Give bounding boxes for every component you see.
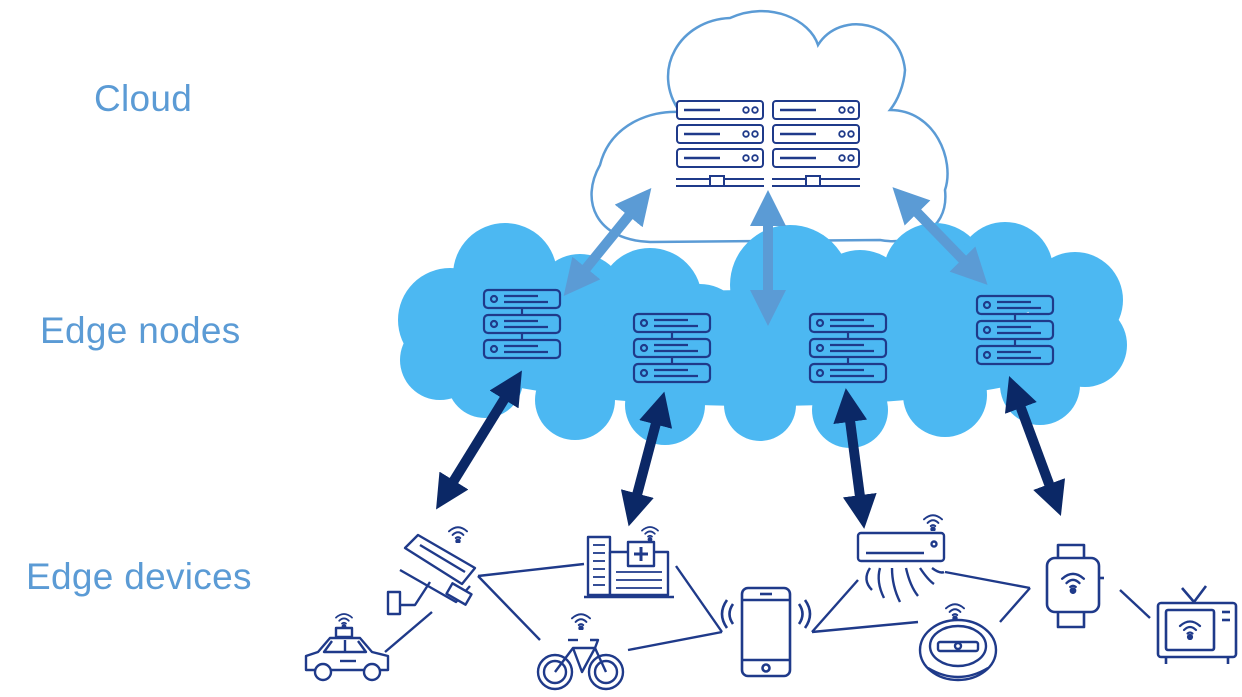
hospital-icon xyxy=(584,526,674,599)
robot-vacuum-icon xyxy=(918,603,998,682)
device-connection-lines xyxy=(384,562,1151,653)
television-icon xyxy=(1156,585,1238,664)
bicycle-icon xyxy=(536,613,625,691)
security-camera-icon xyxy=(386,526,477,616)
edge-device-arrow-2 xyxy=(620,391,673,527)
edge-devices-tier-label: Edge devices xyxy=(26,556,252,597)
edge-device-arrow-3 xyxy=(833,388,877,529)
edge-nodes-tier-label: Edge nodes xyxy=(40,310,241,351)
smartwatch-icon xyxy=(1045,543,1104,629)
cloud-server-rack-icon xyxy=(676,100,860,187)
cloud-edge-arrow-1 xyxy=(563,188,652,296)
cloud-tier-label: Cloud xyxy=(94,78,193,119)
smartphone-icon xyxy=(720,586,812,678)
edge-device-arrow-4 xyxy=(1004,376,1066,516)
edge-device-arrow-1 xyxy=(436,370,522,510)
cloud-shape xyxy=(590,9,949,244)
taxi-icon xyxy=(304,613,390,682)
cloud-edge-arrow-3 xyxy=(892,187,988,285)
air-conditioner-icon xyxy=(856,514,946,603)
edge-cloud-shape xyxy=(398,222,1127,448)
